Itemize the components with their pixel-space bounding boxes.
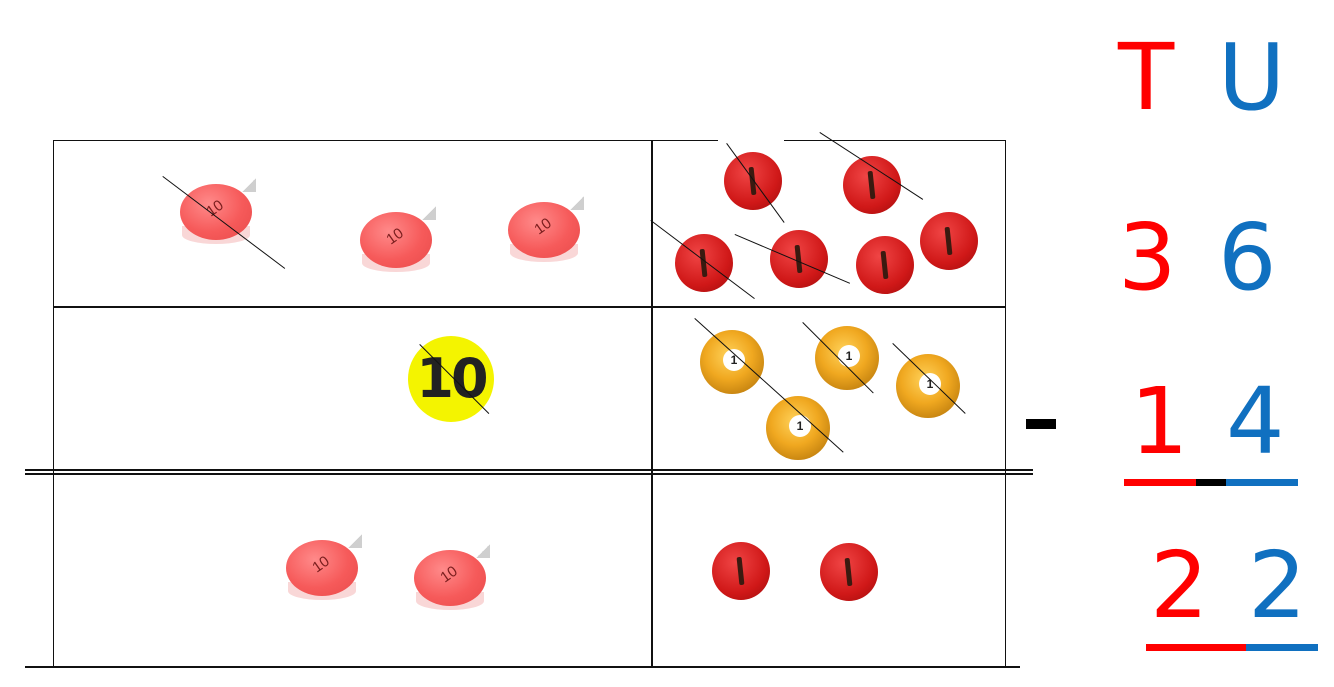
one-ball: 1 [700, 330, 764, 394]
place-value-table [53, 140, 1006, 668]
one-ball: 1 [815, 326, 879, 390]
minuend-units: 6 [1218, 204, 1277, 311]
minus-sign [1026, 419, 1056, 429]
ten-chip: 10 [278, 534, 362, 604]
result-underline-blue [1246, 644, 1318, 651]
one-ball: 1 [896, 354, 960, 418]
one-chip [770, 230, 828, 288]
ten-token: 10 [408, 336, 494, 422]
row-divider-1 [53, 306, 1006, 308]
one-chip [856, 236, 914, 294]
underline-blue [1226, 479, 1298, 486]
row-divider-2 [25, 469, 1033, 471]
underline-red [1124, 479, 1198, 486]
subtrahend-units: 4 [1226, 368, 1285, 475]
tens-header: T [1118, 24, 1175, 131]
minuend-tens: 3 [1118, 204, 1177, 311]
one-chip [712, 542, 770, 600]
result-underline-red [1146, 644, 1246, 651]
row-divider-2b [25, 473, 1033, 475]
column-divider [651, 140, 653, 668]
ten-chip: 10 [500, 196, 584, 266]
one-chip [920, 212, 978, 270]
units-header: U [1218, 24, 1286, 131]
one-chip [843, 156, 901, 214]
ten-chip: 10 [352, 206, 436, 276]
result-tens: 2 [1150, 532, 1209, 639]
subtrahend-tens: 1 [1130, 368, 1189, 475]
one-chip [675, 234, 733, 292]
bottom-line [25, 666, 1020, 668]
one-ball: 1 [766, 396, 830, 460]
ten-chip: 10 [406, 544, 490, 614]
border-gap [718, 136, 784, 144]
one-chip [820, 543, 878, 601]
underline-black [1196, 479, 1228, 486]
result-units: 2 [1248, 532, 1307, 639]
